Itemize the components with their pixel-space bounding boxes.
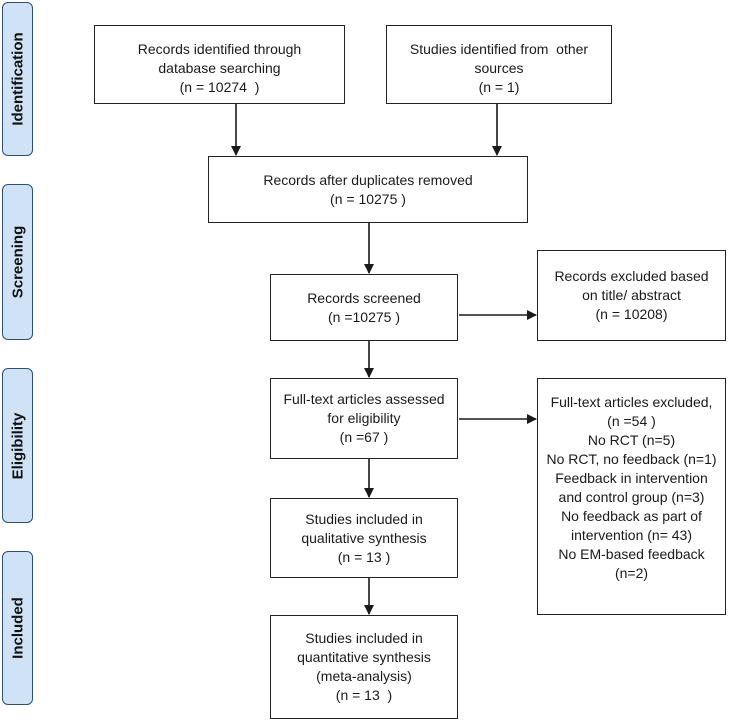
excluded-fulltext-line4: No RCT, no feedback (n=1) [546,451,717,467]
box-after-duplicates: Records after duplicates removed (n = 10… [208,156,528,223]
excluded-title-line1: Records excluded based [554,268,709,284]
fulltext-line2: for eligibility [327,410,401,426]
quantitative-line2: quantitative synthesis [297,649,431,665]
phase-identification: Identification [2,2,33,156]
screened-line1: Records screened [307,289,421,306]
database-line3: (n = 10274 ) [179,79,260,95]
database-line2: database searching [158,60,281,76]
excluded-fulltext-line5: Feedback in intervention [555,470,708,486]
phase-screening: Screening [2,184,33,340]
duplicates-line1: Records after duplicates removed [263,171,473,188]
excluded-fulltext-line2: (n =54 ) [607,413,656,429]
excluded-fulltext-line7: No feedback as part of [561,508,702,524]
other-line1: Studies identified from other [409,41,589,57]
quantitative-line3: (meta-analysis) [316,668,412,684]
qualitative-line3: (n = 13 ) [337,548,391,565]
box-records-screened: Records screened (n =10275 ) [270,274,458,341]
excluded-fulltext-line6: and control group (n=3) [558,489,705,505]
box-excluded-title-abstract: Records excluded based on title/ abstrac… [537,250,726,341]
excluded-fulltext-line10: (n=2) [614,565,649,581]
excluded-fulltext-line8: intervention (n= 43) [570,527,693,543]
duplicates-line2: (n = 10275 ) [330,190,406,207]
excluded-title-line3: (n = 10208) [595,306,668,322]
quantitative-line4: (n = 13 ) [335,687,393,703]
excluded-fulltext-line9: No EM-based feedback [558,546,705,562]
box-fulltext-excluded: Full-text articles excluded, (n =54 ) No… [537,378,726,615]
box-qualitative-synthesis: Studies included in qualitative synthesi… [270,498,458,578]
box-fulltext-assessed: Full-text articles assessed for eligibil… [270,378,458,459]
quantitative-line1: Studies included in [305,630,423,646]
other-line3: (n = 1) [478,79,520,95]
phase-eligibility: Eligibility [2,368,33,523]
phase-included: Included [2,551,33,705]
box-quantitative-synthesis: Studies included in quantitative synthes… [270,615,458,719]
fulltext-line3: (n =67 ) [339,429,389,445]
database-line1: Records identified through [137,41,302,57]
excluded-fulltext-line1: Full-text articles excluded, [550,394,713,410]
box-database-records: Records identified through database sear… [94,25,345,104]
excluded-fulltext-line3: No RCT (n=5) [587,432,676,448]
excluded-title-line2: on title/ abstract [582,287,681,303]
qualitative-line2: qualitative synthesis [301,529,427,546]
qualitative-line1: Studies included in [305,510,423,527]
box-other-sources: Studies identified from other sources (n… [386,25,612,104]
other-line2: sources [474,60,524,76]
screened-line2: (n =10275 ) [328,308,400,325]
fulltext-line1: Full-text articles assessed [283,391,445,407]
